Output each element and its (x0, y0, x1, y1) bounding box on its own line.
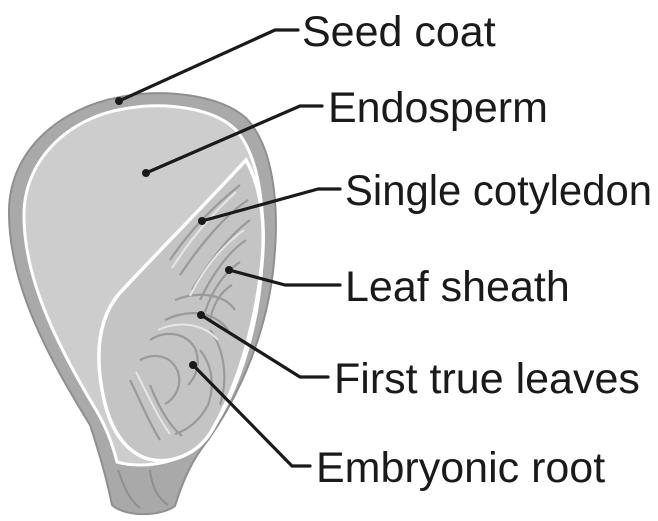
single-cotyledon-dot (198, 217, 206, 225)
leaf-sheath-dot (225, 266, 233, 274)
label-embryonic-root: Embryonic root (316, 444, 605, 492)
label-single-cotyledon: Single cotyledon (345, 167, 652, 215)
seed-coat-leader (119, 30, 298, 101)
embryonic-root-dot (189, 361, 197, 369)
first-true-leaves-dot (197, 311, 205, 319)
label-first-true-leaves: First true leaves (334, 355, 640, 403)
label-seed-coat: Seed coat (302, 8, 496, 56)
label-leaf-sheath: Leaf sheath (345, 263, 570, 311)
endosperm-dot (142, 169, 150, 177)
label-endosperm: Endosperm (328, 84, 548, 132)
seed-coat-dot (115, 97, 123, 105)
